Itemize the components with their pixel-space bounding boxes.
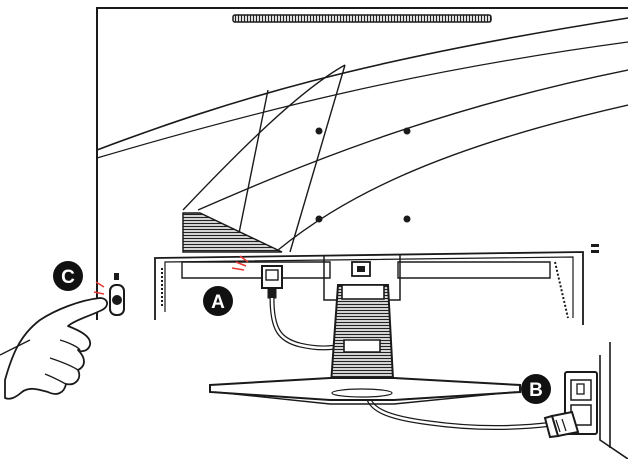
callout-a: A <box>203 286 233 316</box>
lower-left-vent <box>182 212 283 253</box>
callout-b-label: B <box>529 380 543 401</box>
monitor-stand <box>209 261 521 405</box>
top-vent <box>232 14 492 23</box>
panel-curve-5 <box>277 104 628 251</box>
callout-c: C <box>53 261 83 291</box>
pointing-hand-icon <box>0 297 108 400</box>
wall-outlet <box>543 342 628 459</box>
panel-curve-3 <box>182 64 346 211</box>
monitor-back <box>96 7 628 325</box>
callout-a-label: A <box>211 292 225 313</box>
panel-curve-4 <box>197 69 628 211</box>
vesa-hole <box>315 127 323 135</box>
vesa-hole <box>403 127 411 135</box>
port-recess-left <box>181 261 331 279</box>
callout-c-label: C <box>61 267 75 288</box>
ridge-right <box>289 64 346 253</box>
chassis-bottom <box>154 251 584 325</box>
panel-curve-1 <box>96 17 628 151</box>
wall-edge <box>599 355 628 459</box>
cable-path <box>269 297 554 431</box>
power-button-icon <box>112 295 122 305</box>
panel-curve-2 <box>96 41 628 159</box>
power-cable <box>231 255 554 431</box>
port-symbol-icon <box>591 244 599 253</box>
connection-highlight-icon <box>231 255 249 271</box>
monitor-frame <box>96 7 628 320</box>
grille-right <box>554 261 569 319</box>
callout-b: B <box>521 374 551 404</box>
chassis-inner <box>164 256 574 318</box>
ridge-left <box>235 89 269 249</box>
port-recess-right <box>397 261 551 279</box>
vesa-hole <box>403 215 411 223</box>
vesa-hole <box>315 215 323 223</box>
